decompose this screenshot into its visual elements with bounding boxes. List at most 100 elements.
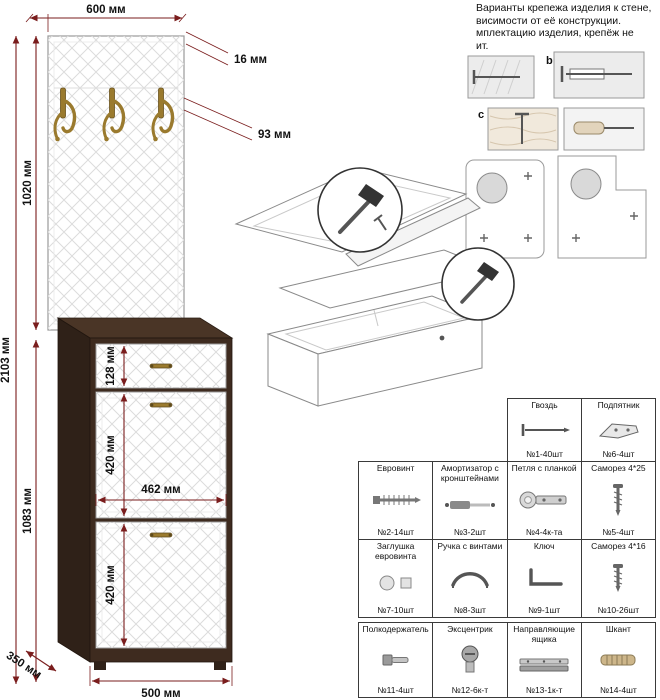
- wall-variant-b: [553, 51, 645, 99]
- part-qty: №10-26шт: [597, 605, 640, 615]
- part-qty: №7-10шт: [377, 605, 415, 615]
- wall-fixing-note: Варианты крепежа изделия к стене, висимо…: [476, 2, 660, 52]
- part-name: Саморез 4*25: [591, 463, 646, 473]
- mounting-plate-right: [557, 155, 647, 259]
- hardware-row: Евровинт №2-14шт Амортизатор с кронштейн…: [358, 461, 656, 540]
- part-name: Шкант: [605, 624, 631, 634]
- coat-hook: [102, 87, 126, 142]
- screw-icon: [606, 552, 630, 606]
- part-qty: №1-40шт: [526, 449, 563, 459]
- key-icon: [517, 552, 571, 606]
- part-qty: №8-3шт: [453, 605, 486, 615]
- wall-variant-c2: [563, 107, 645, 151]
- wall-fixing-diagrams: b c: [465, 51, 647, 259]
- dim-panel-thickness: 16 мм: [234, 54, 267, 66]
- part-qty: №14-4шт: [599, 685, 637, 695]
- part-name: Эксцентрик: [447, 624, 493, 634]
- note-line: мплектацию изделия, крепёж не: [476, 27, 634, 39]
- damper-icon: [443, 483, 497, 527]
- drawer-handle: [149, 363, 173, 369]
- flap-handle: [149, 532, 173, 538]
- part-name: Направляющие ящика: [513, 624, 575, 644]
- part-name: Евровинт: [376, 463, 415, 473]
- flap-handle: [149, 402, 173, 408]
- dim-cabinet-height: 1083 мм: [22, 488, 34, 534]
- dim-flap1-height: 420 мм: [105, 435, 117, 474]
- part-cell-screw-4x16: Саморез 4*16 №10-26шт: [580, 539, 656, 618]
- dim-panel-height: 1020 мм: [22, 160, 34, 206]
- assembly-illustrations: [234, 167, 515, 407]
- part-name: Гвоздь: [531, 400, 558, 410]
- part-qty: №4-4к-та: [525, 527, 563, 537]
- note-line: висимости от её конструкции.: [476, 14, 622, 27]
- part-cell-key: Ключ №9-1шт: [506, 539, 582, 618]
- part-qty: №13-1к-т: [525, 685, 563, 695]
- nail-icon: [518, 411, 572, 450]
- hammer-detail-icon: [317, 167, 403, 253]
- dim-hook-offset: 93 мм: [258, 129, 291, 141]
- part-qty: №11-4шт: [377, 685, 414, 695]
- part-cell-cap: Заглушка евровинта №7-10шт: [358, 539, 434, 618]
- wall-panel: [47, 35, 185, 331]
- lower-flap-front: [95, 521, 227, 649]
- coat-hook: [151, 87, 175, 142]
- note-line: ит.: [476, 39, 489, 52]
- wall-variant-a: [467, 55, 535, 99]
- part-name: Петля с планкой: [511, 463, 577, 473]
- dowel-icon: [591, 635, 645, 686]
- part-cell-hinge: Петля с планкой №4-4к-та: [506, 461, 582, 540]
- drawer-slides-icon: [516, 644, 572, 685]
- part-cell-slides: Направляющие ящика №13-1к-т: [506, 622, 582, 698]
- hardware-table: Гвоздь №1-40шт Подпятник №6-4шт Евровинт: [358, 398, 656, 698]
- dim-cabinet-width: 500 мм: [141, 688, 180, 700]
- note-line: Варианты крепежа изделия к стене,: [476, 2, 652, 14]
- wall-label-b: b: [546, 55, 553, 67]
- screw-icon: [606, 474, 630, 528]
- wall-label-c: c: [478, 109, 484, 121]
- part-cell-damper: Амортизатор с кронштейнами №3-2шт: [432, 461, 508, 540]
- mounting-plate-left: [465, 159, 545, 259]
- part-qty: №3-2шт: [453, 527, 486, 537]
- dim-drawer-height: 128 мм: [105, 346, 117, 385]
- part-name: Подпятник: [597, 400, 640, 410]
- part-name: Саморез 4*16: [591, 541, 646, 551]
- part-cell-shelf-pin: Полкодержатель №11-4шт: [358, 622, 434, 698]
- part-qty: №12-6к-т: [451, 685, 489, 695]
- part-cell-footpad: Подпятник №6-4шт: [581, 398, 656, 462]
- part-name: Ключ: [533, 541, 555, 551]
- hinge-icon: [516, 474, 572, 528]
- part-name: Ручка с винтами: [437, 541, 503, 551]
- part-name: Полкодержатель: [362, 624, 429, 634]
- part-qty: №9-1шт: [528, 605, 561, 615]
- drawer-front: [95, 343, 227, 389]
- hammer-detail-icon: [441, 247, 515, 321]
- dim-top-width: 600 мм: [86, 4, 125, 16]
- part-cell-cam: Эксцентрик №12-6к-т: [432, 622, 508, 698]
- furniture-drawing: 600 мм 16 мм 93 мм 2103 мм 1020 мм 1083 …: [0, 4, 291, 700]
- cap-icon: [369, 561, 423, 605]
- part-cell-euroscrew: Евровинт №2-14шт: [358, 461, 434, 540]
- dimension-lines: [12, 13, 253, 686]
- handle-icon: [443, 552, 497, 606]
- wall-variant-c1: [487, 107, 559, 151]
- part-cell-handle: Ручка с винтами №8-3шт: [432, 539, 508, 618]
- part-qty: №6-4шт: [602, 449, 635, 459]
- part-cell-screw-4x25: Саморез 4*25 №5-4шт: [580, 461, 656, 540]
- hardware-row: Заглушка евровинта №7-10шт Ручка с винта…: [358, 539, 656, 618]
- dim-inner-width: 462 мм: [141, 484, 180, 496]
- cam-icon: [455, 635, 485, 686]
- part-cell-dowel: Шкант №14-4шт: [580, 622, 656, 698]
- dim-total-height: 2103 мм: [0, 337, 12, 383]
- hardware-row: Полкодержатель №11-4шт Эксцентрик №12-6к…: [358, 622, 656, 698]
- footpad-icon: [592, 411, 646, 450]
- hardware-row: Гвоздь №1-40шт Подпятник №6-4шт: [507, 398, 656, 462]
- part-cell-nail: Гвоздь №1-40шт: [507, 398, 582, 462]
- dim-flap2-height: 420 мм: [105, 565, 117, 604]
- part-qty: №2-14шт: [377, 527, 415, 537]
- coat-hook: [53, 87, 77, 142]
- shelf-pin-icon: [369, 635, 423, 686]
- euroscrew-icon: [369, 474, 423, 528]
- dim-depth: 350 мм: [4, 650, 44, 682]
- part-name: Заглушка евровинта: [375, 541, 417, 561]
